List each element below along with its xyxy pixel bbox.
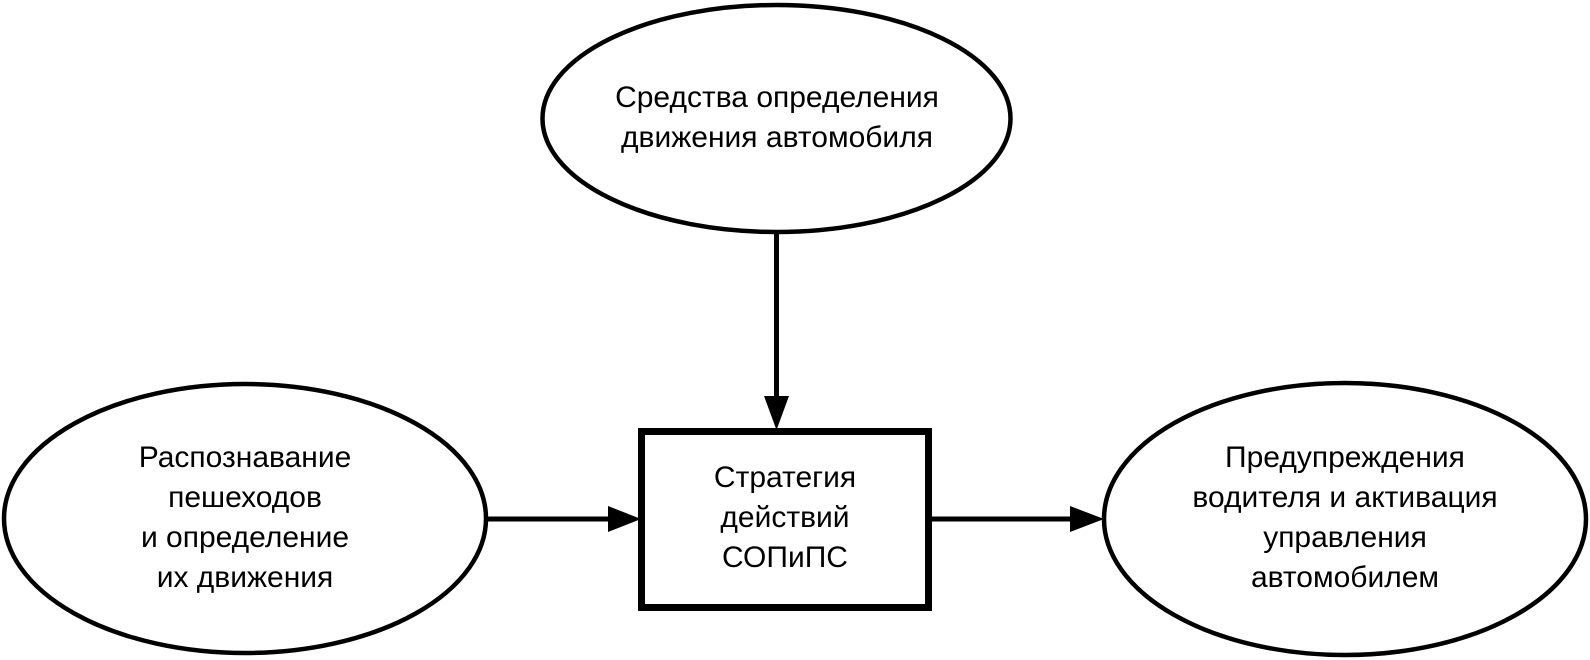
node-label-driver-warning: Предупреждения водителя и активация упра… — [1192, 441, 1498, 594]
node-label-action-strategy: Стратегия действий СОПиПС — [713, 461, 857, 574]
arrowhead-down-icon — [764, 396, 789, 430]
edge-strategy-to-warning — [929, 506, 1104, 532]
node-label-pedestrian-recognition: Распознавание пешеходов и определение их… — [138, 441, 352, 594]
edge-recognition-to-strategy — [486, 506, 641, 532]
arrowhead-right-icon-left — [608, 506, 641, 532]
node-action-strategy[interactable] — [638, 428, 932, 611]
node-label-sensing-vehicle-motion: Средства определения движения автомобиля — [615, 81, 939, 154]
arrowhead-right-icon-right — [1070, 506, 1104, 532]
edge-sensing-to-strategy — [764, 232, 789, 430]
